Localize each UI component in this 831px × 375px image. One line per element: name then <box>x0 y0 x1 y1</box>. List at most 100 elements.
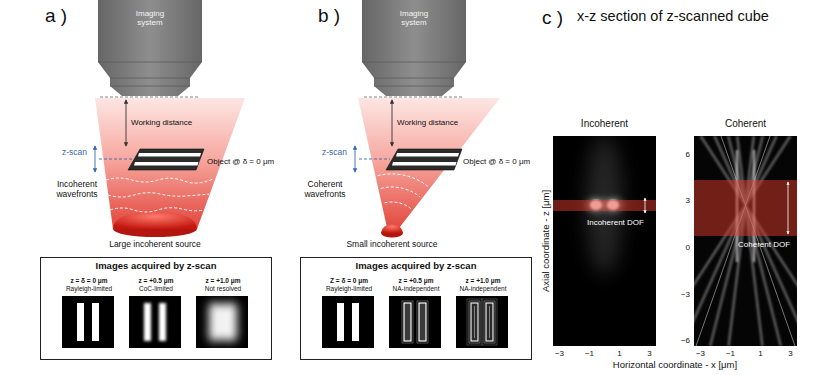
scan-label: z-scan <box>322 148 347 158</box>
thumbnail-image <box>489 306 490 338</box>
z-scan-marker <box>95 146 132 172</box>
objective-ring <box>98 62 202 86</box>
thumbnail-image <box>456 296 508 348</box>
thumbnail-image <box>469 301 480 343</box>
incoherent-wavefront <box>106 178 213 183</box>
tick-label: −6 <box>681 336 690 345</box>
dof-label: Coherent DOF <box>738 240 790 249</box>
image-panel: Images acquired by z-scan Z = δ = 0 μmRay… <box>300 257 532 360</box>
image-thumbnail: z = +0.5 μmNA-independent <box>386 277 446 349</box>
thumbnail-image <box>456 296 508 348</box>
source-label: Large incoherent source <box>109 240 201 250</box>
tick-label: −3 <box>696 349 705 358</box>
image-quality: NA-independent <box>393 285 440 293</box>
focus-position: z = δ = 0 μm <box>70 277 107 285</box>
thumbnail-image <box>209 304 237 340</box>
lens-label: Imaging system <box>124 9 176 27</box>
image-quality: Not resolved <box>205 285 242 293</box>
incoherent-xz-plot <box>553 136 656 346</box>
z-scan-marker <box>355 146 390 172</box>
object-target <box>138 153 201 157</box>
source-label: Small incoherent source <box>346 240 437 250</box>
thumbnail-image <box>159 303 166 341</box>
image-thumbnail: z = δ = 0 μmRayleigh-limited <box>59 277 119 349</box>
tick-label: −3 <box>681 290 690 299</box>
focus-position: z = +0.5 μm <box>398 277 433 285</box>
coherent-xz-plot <box>715 136 798 346</box>
wavefront-label: Coherent wavefronts <box>296 180 354 200</box>
working-distance-bracket <box>364 97 464 146</box>
panel-heading: Images acquired by z-scan <box>356 260 477 271</box>
tick-label: 1 <box>617 349 621 358</box>
image-quality: CoC-limited <box>139 285 173 293</box>
tick-label: 1 <box>758 349 762 358</box>
thumbnail-image <box>471 303 478 341</box>
object-target <box>128 149 204 170</box>
scan-label: z-scan <box>62 148 87 158</box>
coherent-wavefront <box>378 174 429 187</box>
working-distance-bracket <box>100 97 200 98</box>
z-scan-marker <box>99 159 132 160</box>
coherent-wavefront <box>381 187 420 197</box>
thumbnail-image <box>322 296 374 348</box>
coherent-xz-plot <box>721 136 795 346</box>
image-quality: NA-independent <box>460 285 507 293</box>
objective-ring <box>362 62 466 86</box>
axis-title: Horizontal coordinate - x [μm] <box>613 360 737 371</box>
plot-panel: IncoherentIncoherent DOF <box>553 118 656 346</box>
coherent-wavefront <box>385 202 411 209</box>
axis-title: Axial coordinate - z [μm] <box>541 190 552 292</box>
lens-label: Imaging system <box>388 9 440 27</box>
object-target <box>386 149 462 170</box>
working-distance-bracket <box>364 97 464 98</box>
coherent-xz-plot <box>694 136 797 346</box>
image-thumbnail: z = +1.0 μmNot resolved <box>193 277 253 349</box>
focus-position: z = +0.5 μm <box>138 277 173 285</box>
thumbnail-image <box>467 299 497 345</box>
focus-position: z = +1.0 μm <box>465 277 500 285</box>
thumbnail-image <box>389 296 441 348</box>
thumbnail-image <box>352 303 359 341</box>
coherent-xz-plot <box>694 180 797 236</box>
thumbnail-image <box>467 299 482 345</box>
thumbnail-image <box>402 301 413 343</box>
thumbnail-image <box>389 296 441 348</box>
image-thumbnail: z = +0.5 μmCoC-limited <box>126 277 186 349</box>
coherent-xz-plot <box>696 136 795 346</box>
thumbnail-image <box>144 303 166 341</box>
thumbnail-image <box>129 296 181 348</box>
dimension-label: Working distance <box>397 118 458 127</box>
objective-lens: Imaging system <box>98 0 202 96</box>
image-quality: Rayleigh-limited <box>326 285 372 293</box>
tick-label: −1 <box>726 349 735 358</box>
thumbnail-image <box>196 296 248 348</box>
working-distance-bracket <box>392 100 393 146</box>
coherent-wavefront <box>378 174 429 209</box>
image-thumbnail: Z = δ = 0 μmRayleigh-limited <box>319 277 379 349</box>
coherent-xz-plot <box>694 136 790 346</box>
thumbnail-image <box>322 296 374 348</box>
image-quality: Rayleigh-limited <box>66 285 112 293</box>
object-target <box>134 162 199 166</box>
thumbnail-image <box>474 306 475 338</box>
panel-letter: b ) <box>318 5 340 27</box>
objective-lens: Imaging system <box>362 0 466 96</box>
plot-title: Incoherent <box>581 118 628 130</box>
panel-letter: c ) <box>542 7 563 29</box>
object-target <box>392 162 457 166</box>
z-scan-marker <box>355 146 356 172</box>
thumbnail-image <box>486 303 493 341</box>
thumbnail-image <box>144 303 151 341</box>
tick-label: 0 <box>686 243 690 252</box>
tick-label: 3 <box>788 349 792 358</box>
coherent-xz-plot <box>788 182 789 234</box>
incoherent-xz-plot <box>553 136 656 346</box>
panel-letter: a ) <box>45 5 67 27</box>
thumbnail-image <box>402 301 428 343</box>
dimension-label: Working distance <box>131 118 192 127</box>
thumbnail-image <box>77 303 84 341</box>
incoherent-wavefront <box>108 193 209 197</box>
image-thumbnail: z = +1.0 μmNA-independent <box>453 277 513 349</box>
incoherent-xz-plot <box>645 198 646 213</box>
